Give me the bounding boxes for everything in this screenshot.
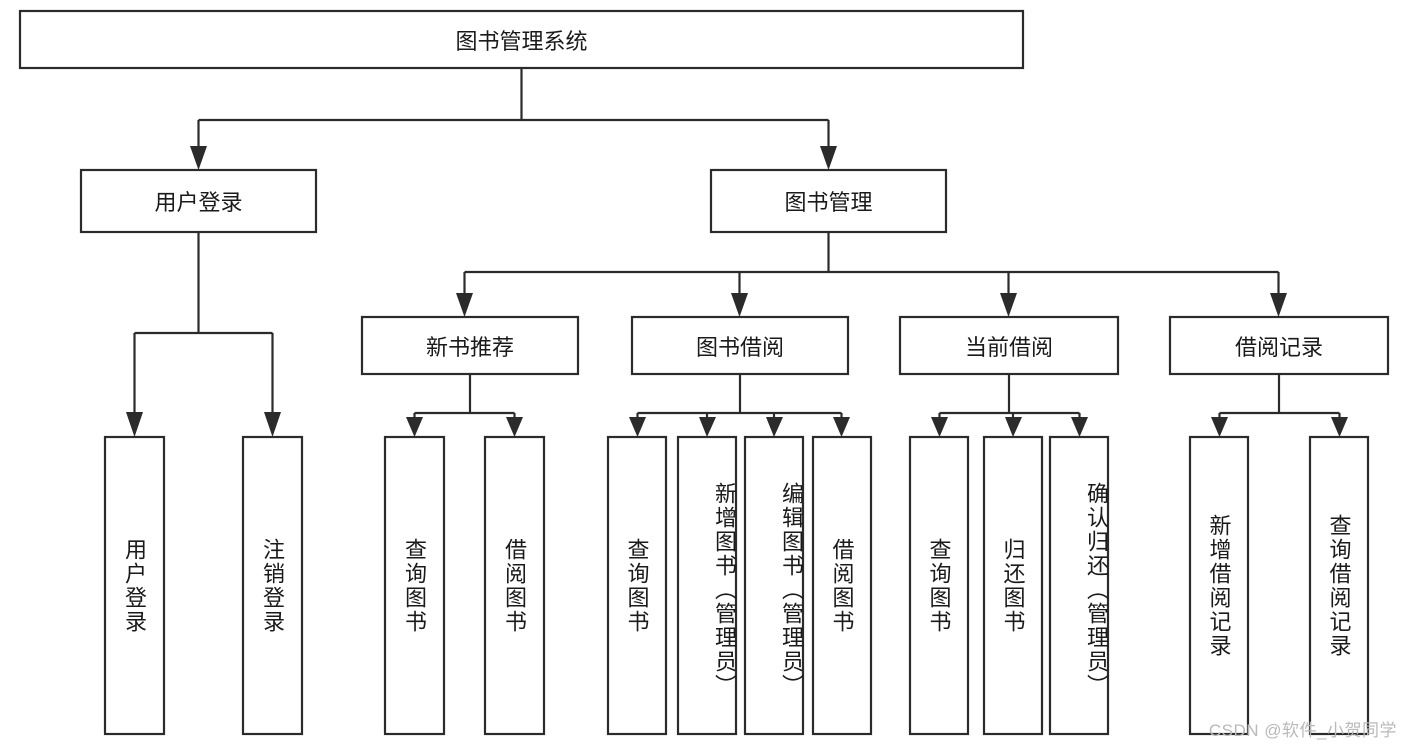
node-leaf-add-borrow-record[interactable] bbox=[1188, 435, 1250, 736]
node-new-book-rec[interactable] bbox=[360, 315, 580, 376]
arrowhead-new-book-rec bbox=[456, 293, 473, 317]
node-leaf-add-book-admin[interactable] bbox=[676, 435, 738, 736]
arrowhead-leaf-confirm-return-admin bbox=[1071, 417, 1088, 437]
arrowhead-book-borrow bbox=[731, 293, 748, 317]
arrowhead-user-login bbox=[190, 146, 207, 170]
arrowhead-leaf-borrow-book bbox=[833, 417, 850, 437]
arrowhead-leaf-logout-login bbox=[264, 412, 281, 437]
arrowhead-book-manage bbox=[820, 146, 837, 170]
node-leaf-query-book-rec[interactable] bbox=[383, 435, 446, 736]
node-leaf-query-book-cur[interactable] bbox=[908, 435, 970, 736]
node-leaf-query-borrow-record[interactable] bbox=[1308, 435, 1370, 736]
node-leaf-confirm-return-admin[interactable] bbox=[1048, 435, 1110, 736]
arrowhead-borrow-record bbox=[1270, 293, 1287, 317]
node-user-login[interactable] bbox=[79, 168, 318, 234]
node-layer bbox=[18, 9, 1390, 736]
arrowhead-leaf-query-book-cur bbox=[931, 417, 948, 437]
node-borrow-record[interactable] bbox=[1168, 315, 1390, 376]
node-leaf-return-book[interactable] bbox=[982, 435, 1044, 736]
node-leaf-user-login[interactable] bbox=[103, 435, 166, 736]
node-current-borrow[interactable] bbox=[898, 315, 1120, 376]
arrowhead-leaf-query-book-borrow bbox=[629, 417, 646, 437]
node-leaf-edit-book-admin[interactable] bbox=[743, 435, 805, 736]
arrowhead-leaf-query-book-rec bbox=[406, 417, 423, 437]
node-leaf-borrow-book[interactable] bbox=[811, 435, 873, 736]
node-leaf-query-book-borrow[interactable] bbox=[606, 435, 668, 736]
arrowhead-leaf-edit-book-admin bbox=[766, 417, 783, 437]
node-book-manage[interactable] bbox=[709, 168, 948, 234]
arrowhead-leaf-borrow-book-rec bbox=[506, 417, 523, 437]
arrowhead-leaf-add-book-admin bbox=[699, 417, 716, 437]
arrowhead-leaf-return-book bbox=[1005, 417, 1022, 437]
node-root[interactable] bbox=[18, 9, 1025, 70]
connector-layer bbox=[126, 68, 1348, 437]
arrowhead-leaf-query-borrow-record bbox=[1331, 417, 1348, 437]
node-leaf-borrow-book-rec[interactable] bbox=[483, 435, 546, 736]
arrowhead-leaf-user-login bbox=[126, 412, 143, 437]
node-book-borrow[interactable] bbox=[630, 315, 850, 376]
arrowhead-current-borrow bbox=[1000, 293, 1017, 317]
node-leaf-logout-login[interactable] bbox=[241, 435, 304, 736]
arrowhead-leaf-add-borrow-record bbox=[1211, 417, 1228, 437]
